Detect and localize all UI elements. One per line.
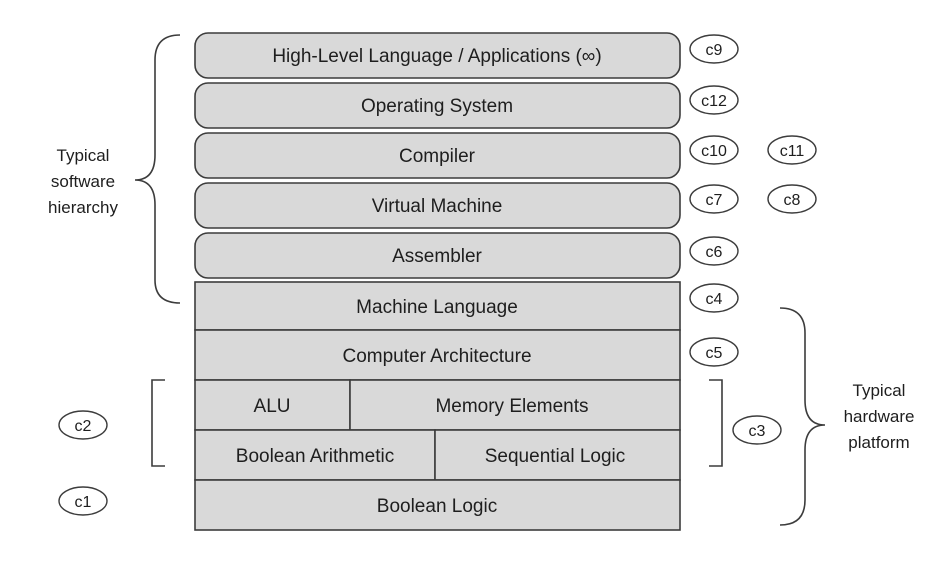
badge-c4 [689, 283, 739, 313]
badge-label-c4: c4 [706, 291, 723, 308]
badge-c1 [58, 486, 108, 516]
badge-label-c8: c8 [784, 192, 801, 209]
software-hierarchy-label-line-1: Typical [57, 146, 110, 165]
layer-box-machine-language [194, 281, 681, 331]
layer-label-memory-elements: Memory Elements [435, 396, 588, 417]
hardware-platform-brace [779, 307, 826, 526]
software-hierarchy-brace [134, 34, 181, 304]
chapter-badges: c9 c12 c10 c11 c7 c8 c6 c4 c5 c3 c2 c1 [58, 34, 817, 516]
hardware-platform-label-line-1: Typical [853, 381, 906, 400]
badge-label-c1: c1 [75, 494, 92, 511]
badge-label-c12: c12 [701, 93, 727, 110]
badge-label-c11: c11 [780, 143, 805, 160]
badge-label-c9: c9 [706, 42, 723, 59]
badge-label-c3: c3 [749, 423, 766, 440]
badge-label-c5: c5 [706, 345, 723, 362]
badge-label-c10: c10 [701, 143, 727, 160]
badge-c5 [689, 337, 739, 367]
layer-label-alu: ALU [254, 396, 291, 417]
layer-label-boolean-logic: Boolean Logic [377, 496, 497, 517]
software-hierarchy-label: Typical software hierarchy [48, 146, 118, 217]
badge-label-c6: c6 [706, 244, 723, 261]
layer-box-virtual-machine [194, 182, 681, 229]
layer-box-boolean-logic [194, 479, 681, 531]
hardware-platform-label: Typical hardware platform [844, 381, 915, 452]
layer-box-memory-elements [349, 379, 681, 431]
badge-c11 [767, 135, 817, 165]
badge-c8 [767, 184, 817, 214]
layer-label-sequential-logic: Sequential Logic [485, 446, 626, 467]
badge-c9 [689, 34, 739, 64]
left-square-bracket [151, 379, 165, 467]
layer-box-high-level-language [194, 32, 681, 79]
layer-label-operating-system: Operating System [361, 96, 513, 117]
badge-label-c7: c7 [706, 192, 723, 209]
layer-label-computer-architecture: Computer Architecture [342, 346, 531, 367]
layer-label-high-level-language: High-Level Language / Applications (∞) [272, 46, 601, 67]
layer-box-alu [194, 379, 351, 431]
badge-c2 [58, 410, 108, 440]
badge-c7 [689, 184, 739, 214]
right-square-bracket [709, 379, 723, 467]
badge-label-c2: c2 [75, 418, 92, 435]
software-layers: High-Level Language / Applications (∞) O… [194, 32, 681, 279]
brackets [134, 34, 826, 526]
layer-box-assembler [194, 232, 681, 279]
badge-c12 [689, 85, 739, 115]
hardware-platform-label-line-3: platform [848, 433, 909, 452]
hardware-layers: Machine Language Computer Architecture A… [194, 281, 681, 531]
hardware-platform-label-line-2: hardware [844, 407, 915, 426]
software-hierarchy-label-line-3: hierarchy [48, 198, 118, 217]
badge-c6 [689, 236, 739, 266]
layer-label-machine-language: Machine Language [356, 297, 518, 318]
badge-c10 [689, 135, 739, 165]
software-hierarchy-label-line-2: software [51, 172, 115, 191]
layer-label-virtual-machine: Virtual Machine [372, 196, 503, 217]
layer-box-compiler [194, 132, 681, 179]
layer-label-compiler: Compiler [399, 146, 476, 167]
badge-c3 [732, 415, 782, 445]
layer-box-operating-system [194, 82, 681, 129]
layer-label-assembler: Assembler [392, 246, 482, 267]
layer-label-boolean-arithmetic: Boolean Arithmetic [236, 446, 394, 467]
layer-box-computer-architecture [194, 329, 681, 381]
